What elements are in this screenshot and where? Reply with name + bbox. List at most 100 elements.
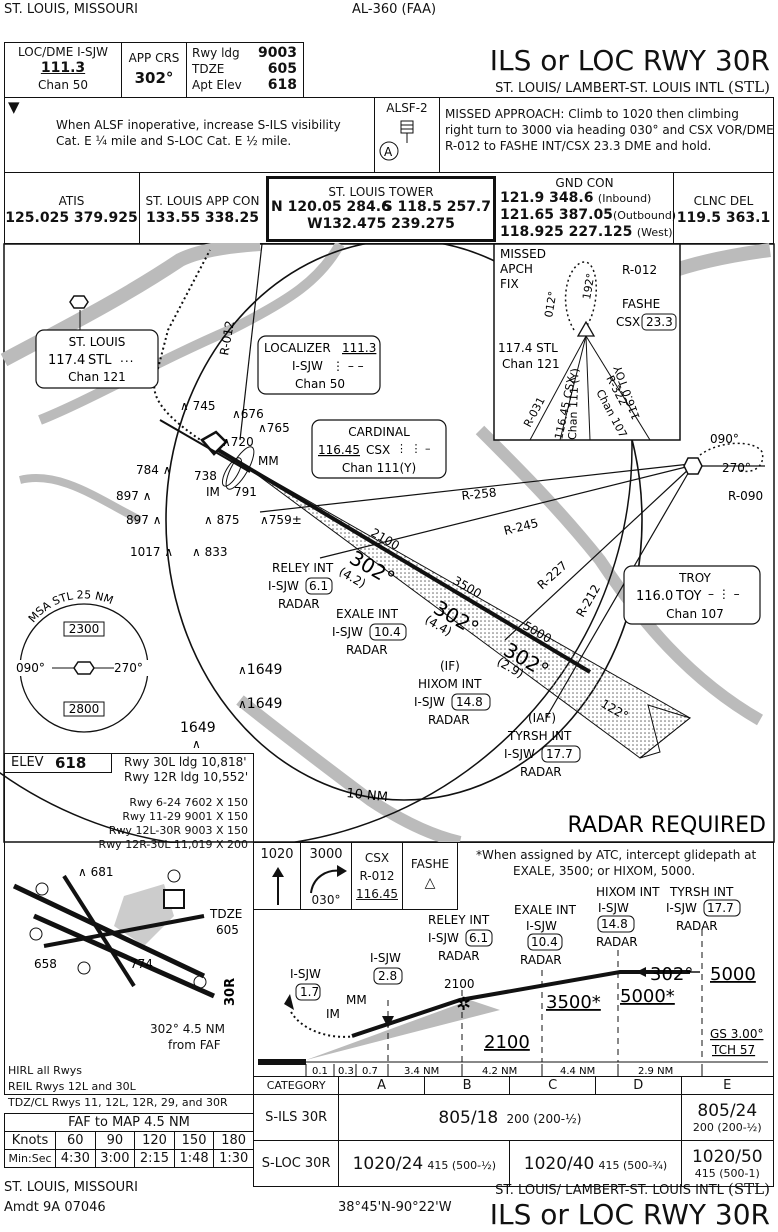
prof-reley-radar: RADAR	[438, 949, 480, 963]
alsf-icon: A	[379, 120, 414, 161]
obstacle-897b: 897 ∧	[126, 513, 162, 527]
minsec-label: Min:Sec	[4, 1149, 56, 1168]
prof-alt-5000b: 5000	[710, 964, 756, 985]
profile-missed-path	[289, 1009, 356, 1038]
mm-label: MM	[258, 454, 279, 468]
inset-r012: R-012	[622, 263, 657, 277]
localizer-freq: 111.3	[342, 341, 376, 355]
troy-holding-pattern	[699, 442, 764, 473]
inset-fashe: FASHE	[622, 297, 660, 311]
seg-0-3: 0.3	[338, 1066, 354, 1077]
tower-west: W132.475 239.275	[307, 216, 455, 232]
app-con-freq: 133.55 338.25	[146, 210, 259, 226]
rwy-12l-30r: Rwy 12L-30R 9003 X 150	[108, 824, 248, 837]
missed-approach-1: MISSED APPROACH: Climb to 1020 then clim…	[445, 107, 739, 121]
seg-0-7: 0.7	[362, 1066, 378, 1077]
tyrsh-radar: RADAR	[520, 765, 562, 779]
approach-box: ST. LOUIS APP CON 133.55 338.25	[139, 172, 266, 244]
stl-name: ST. LOUIS	[69, 335, 126, 349]
tyrsh-iaf: (IAF)	[528, 711, 556, 725]
obstacle-738: 738	[194, 469, 217, 483]
elev-value: 618	[55, 754, 87, 772]
cat-a: A	[338, 1076, 425, 1095]
localizer-morse-icon: ⋮ – –	[332, 359, 364, 373]
missed-approach-3: R-012 to FASHE INT/CSX 23.3 DME and hold…	[445, 139, 712, 153]
tdze-value: 605	[267, 61, 297, 77]
gnd-note-3: (West)	[636, 226, 673, 239]
cardinal-morse-icon: ⋮ ⋮ –	[396, 442, 431, 455]
runway-profile	[258, 1059, 306, 1065]
faf-maltese-icon	[382, 1016, 394, 1028]
profile-note-2: EXALE, 3500; or HIXOM, 5000.	[513, 864, 696, 878]
prof-exale: EXALE INT	[514, 903, 577, 917]
sloc-ab: 1020/24 415 (500-½)	[338, 1140, 511, 1187]
radial-245	[319, 465, 691, 559]
loc-label: LOC/DME I-SJW	[17, 45, 108, 59]
app-crs-box: APP CRS 302°	[121, 42, 187, 98]
prof-alt-5000: 5000*	[620, 986, 675, 1007]
profile-note-1: *When assigned by ATC, intercept glidepa…	[476, 848, 757, 862]
hixom-name: HIXOM INT	[418, 677, 482, 691]
radial-245-label: R-245	[502, 516, 539, 538]
stl-chan: Chan 121	[68, 370, 126, 384]
sils-abcd: 805/18 200 (200-½)	[338, 1094, 682, 1141]
prof-tch: TCH 57	[711, 1043, 755, 1057]
obstacle-791: 791	[234, 485, 257, 499]
gnd-freq-2: 121.65 387.05	[500, 207, 613, 223]
obstacle-676: ∧676	[232, 407, 264, 421]
cardinal-chan: Chan 111(Y)	[342, 461, 416, 475]
prof-exale-isjw: I-SJW	[526, 919, 557, 933]
radial-212	[545, 469, 691, 719]
obstacle-765: ∧765	[258, 421, 290, 435]
missed-arrow-icon	[284, 994, 294, 1010]
ten-nm-ring	[0, 243, 633, 843]
obstacle-1649a: ∧1649	[238, 662, 282, 678]
gnd-note-1: (Inbound)	[597, 192, 652, 205]
course-feather-icon	[639, 704, 692, 759]
app-crs-value: 302°	[134, 69, 174, 87]
reley-isjw: I-SJW	[268, 579, 299, 593]
course-arrow-icon	[636, 967, 646, 977]
troy-name: TROY	[678, 571, 711, 585]
prof-gs: GS 3.00°	[710, 1027, 763, 1041]
prof-alt-2100-a: 2100	[444, 977, 475, 991]
prof-alt-3500: 3500*	[546, 992, 601, 1013]
footer-city: ST. LOUIS, MISSOURI	[4, 1180, 138, 1195]
prof-alt-2100-b: 2100	[484, 1032, 530, 1053]
timing-title: FAF to MAP 4.5 NM	[4, 1113, 254, 1132]
troy-freq: 116.0	[636, 589, 673, 604]
rwy-ldg-label: Rwy ldg	[192, 46, 240, 60]
prof-reley: RELEY INT	[428, 913, 490, 927]
fashe-triangle-icon-2: △	[424, 875, 436, 891]
inset-23-3: 23.3	[646, 315, 673, 329]
profile-view: ✲ I-SJW 1.7 IM MM I-SJW 2.8 RELEY INT I-…	[258, 885, 768, 1077]
notam-triangle-icon: ▼	[8, 98, 20, 116]
inset-192: 192°	[580, 272, 597, 300]
icon-fashe: FASHE	[410, 857, 450, 871]
elev-label: ELEV	[11, 755, 44, 770]
knots-150: 150	[173, 1131, 215, 1150]
reley-radar: RADAR	[278, 597, 320, 611]
loc-freq: 111.3	[40, 60, 86, 76]
apt-elev-label: Apt Elev	[192, 78, 242, 92]
rwy-12r-30l: Rwy 12R-30L 11,019 X 200	[98, 838, 248, 851]
radial-090-label: R-090	[728, 489, 763, 503]
prof-exale-radar: RADAR	[520, 953, 562, 967]
msa-vor-icon	[73, 661, 95, 675]
procedure-id: AL-360 (FAA)	[352, 2, 437, 17]
knots-60: 60	[55, 1131, 96, 1150]
troy-chan: Chan 107	[666, 607, 724, 621]
inset-012: 012°	[542, 290, 559, 318]
lights-3: TDZ/CL Rwys 11, 12L, 12R, 29, and 30R	[8, 1096, 228, 1109]
gnd-label: GND CON	[555, 176, 614, 190]
localizer-callout	[257, 335, 381, 395]
inset-stl-chan: Chan 121	[502, 357, 560, 371]
localizer-chan: Chan 50	[295, 377, 345, 391]
seg-4-2: 4.2 NM	[482, 1066, 517, 1077]
msa-2300: 2300	[69, 622, 100, 636]
radar-required: RADAR REQUIRED	[567, 813, 766, 838]
prof-hixom-isjw: I-SJW	[598, 901, 629, 915]
cat-c: C	[509, 1076, 596, 1095]
app-crs-label: APP CRS	[128, 51, 180, 65]
tyrsh-name: TYRSH INT	[507, 729, 572, 743]
